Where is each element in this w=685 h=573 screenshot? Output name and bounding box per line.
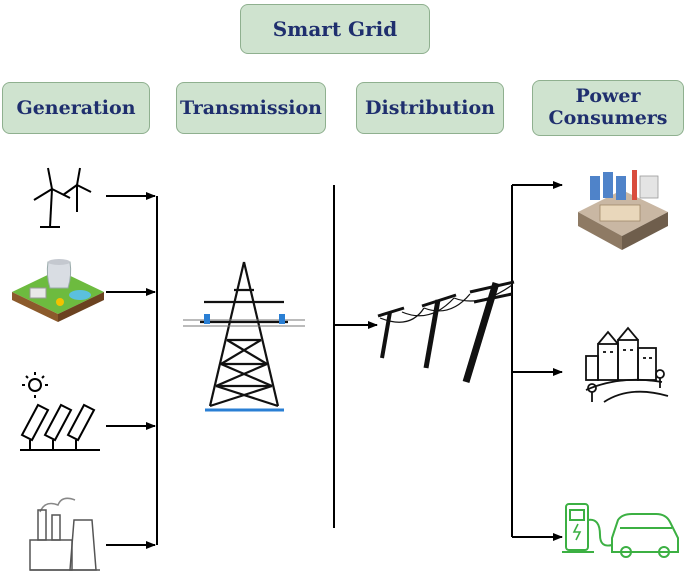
distribution-label: Distribution [365,97,495,119]
generation-label: Generation [16,97,136,119]
transmission-connectors [333,185,378,528]
factory-plant-icon [29,497,100,571]
diagram-title: Smart Grid [272,17,398,41]
consumer-connectors [511,181,563,541]
ev-charging-icon [562,503,679,558]
transmission-label: Transmission [179,97,322,119]
transmission-box: Transmission [176,82,326,134]
nuclear-plant-icon [12,259,104,322]
utility-poles-icon [377,280,515,384]
distribution-box: Distribution [356,82,504,134]
industrial-plant-icon [578,170,668,250]
generation-connectors [106,192,158,549]
wind-turbines-icon [33,167,92,228]
consumers-label-line1: Power [575,85,641,108]
transmission-tower-icon [183,261,305,412]
title-box: Smart Grid [240,4,430,54]
solar-panels-icon [20,372,100,451]
city-icon [585,326,669,403]
generation-box: Generation [2,82,150,134]
consumers-label-line2: Consumers [548,107,668,129]
power-consumers-box: Power Consumers [532,80,684,136]
